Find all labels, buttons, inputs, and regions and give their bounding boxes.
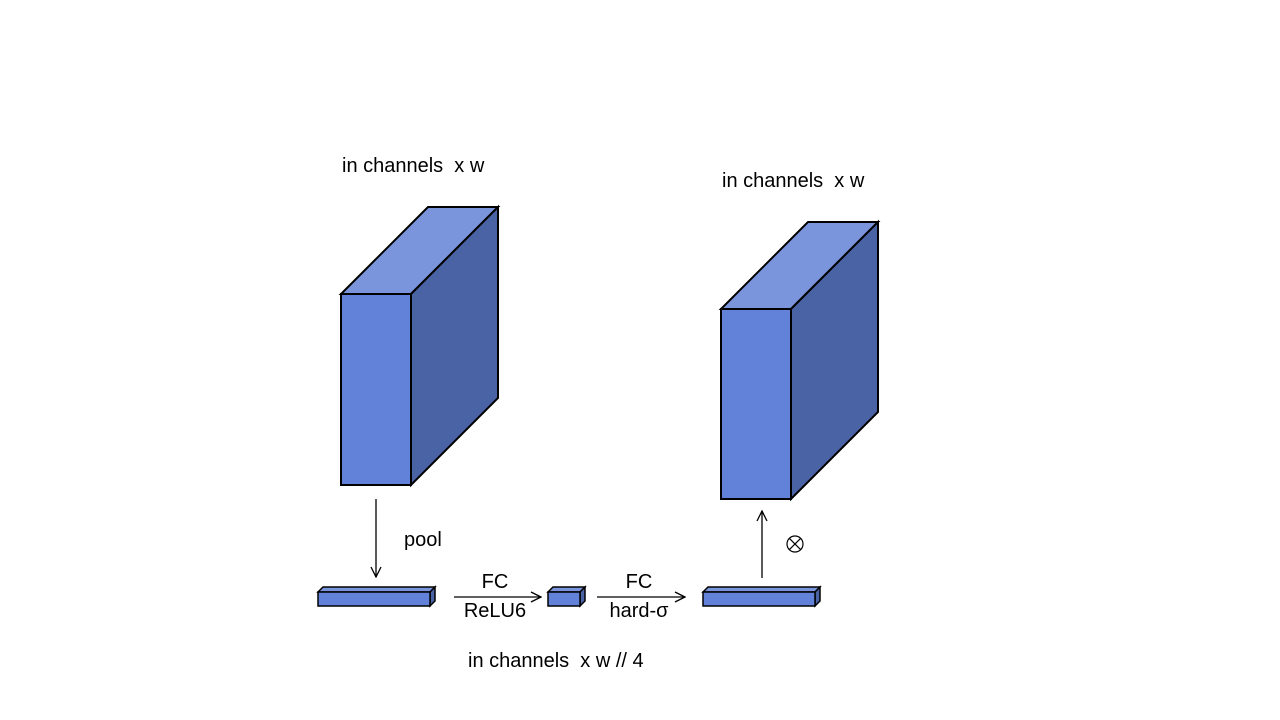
fc2-activation-label: hard-σ <box>609 600 669 622</box>
output-block-front-face <box>720 308 792 500</box>
squeezed-vector <box>546 585 587 608</box>
input-feature-block <box>338 204 501 488</box>
pooled-vector <box>316 585 437 608</box>
squeezed-vector-front <box>547 591 581 607</box>
multiply-icon <box>786 535 804 553</box>
input-block-label: in channels x w <box>342 155 485 177</box>
bottleneck-label: in channels x w // 4 <box>468 650 644 672</box>
output-feature-block <box>718 219 881 502</box>
fc1-activation-label: ReLU6 <box>463 600 527 622</box>
excitation-vector <box>701 585 822 608</box>
input-block-front-face <box>340 293 412 486</box>
fc2-label: FC <box>625 571 653 593</box>
excitation-vector-front <box>702 591 816 607</box>
pooled-vector-front <box>317 591 431 607</box>
fc1-label: FC <box>481 571 509 593</box>
pool-label: pool <box>404 529 442 551</box>
output-block-label: in channels x w <box>722 170 865 192</box>
